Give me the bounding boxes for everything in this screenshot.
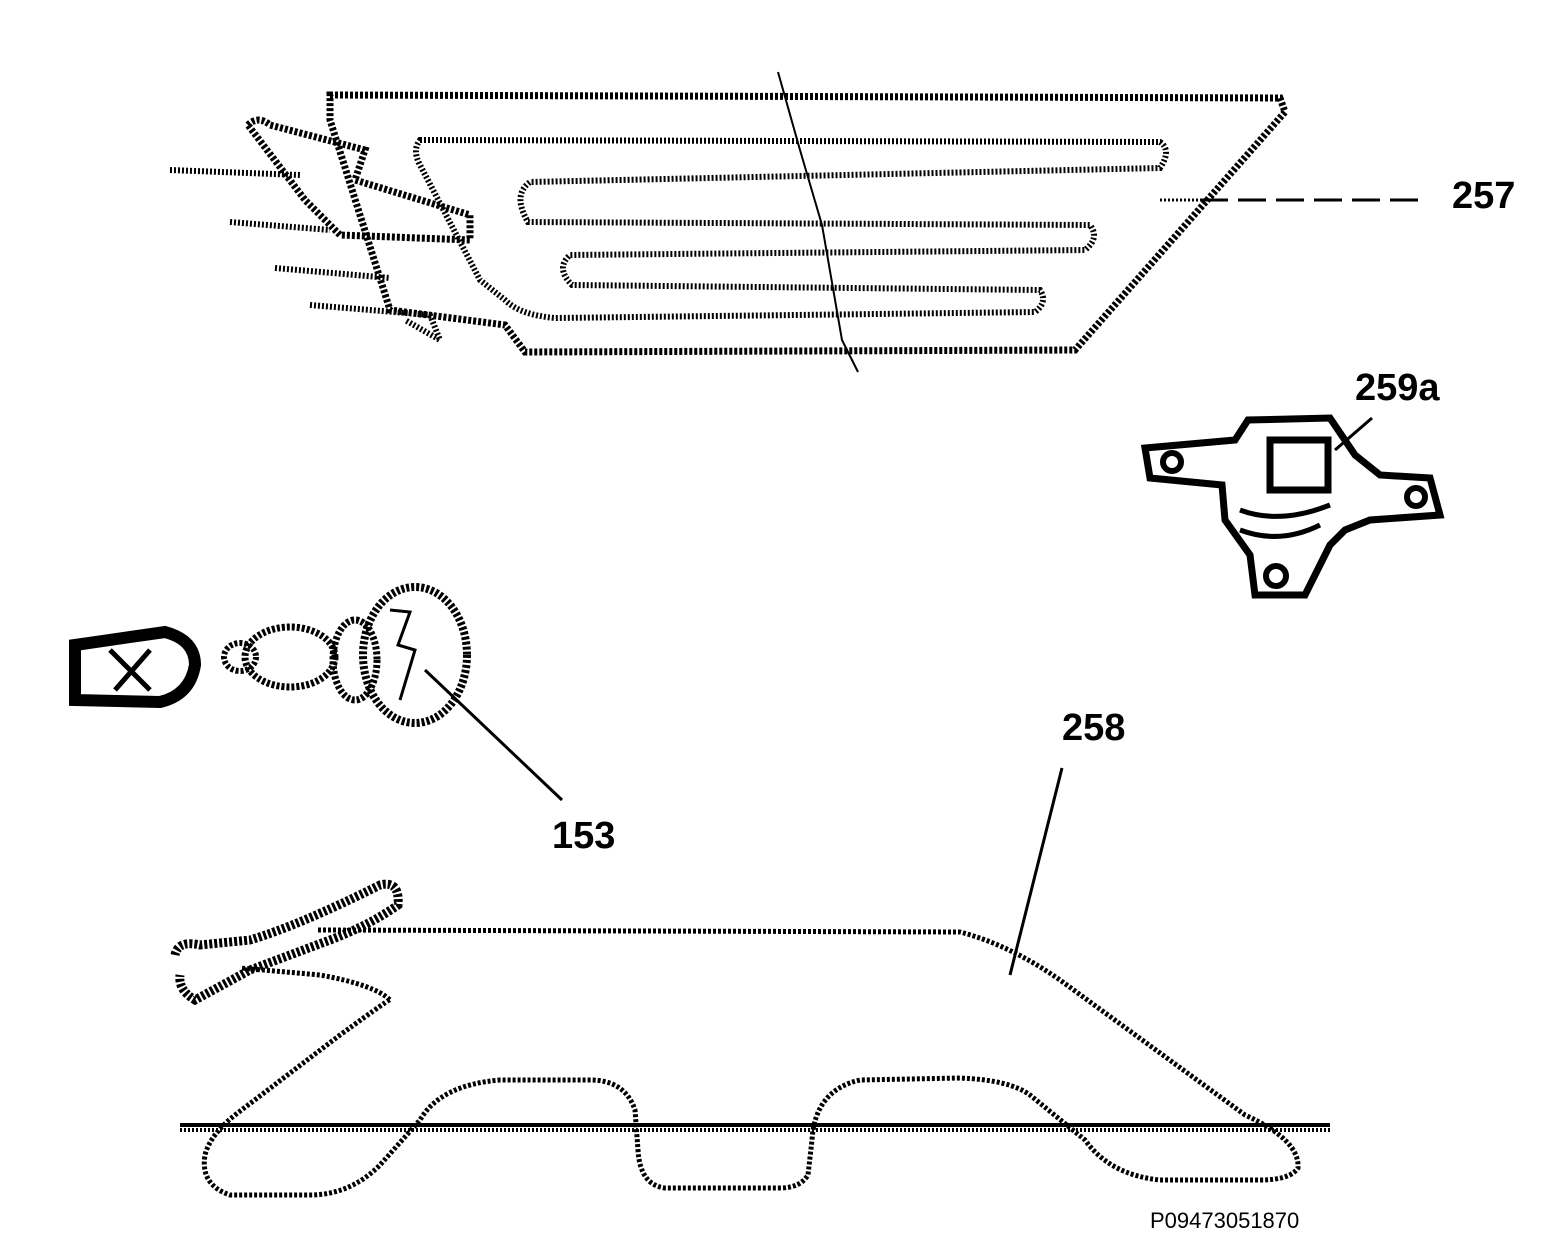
callout-259a: 259a — [1355, 367, 1440, 409]
thermostat-259a — [1140, 414, 1445, 599]
heating-element-257 — [169, 71, 1289, 373]
callout-258: 258 — [1062, 707, 1126, 749]
leader-153 — [423, 668, 564, 802]
drawing-code: P09473051870 — [1150, 1208, 1300, 1233]
heating-element-258 — [170, 879, 1330, 1198]
leader-259a — [1334, 416, 1373, 452]
lamp-assembly-153 — [69, 583, 471, 727]
leader-lines — [423, 198, 1420, 976]
callout-153: 153 — [552, 815, 616, 857]
callout-257: 257 — [1452, 175, 1516, 217]
leader-258 — [1008, 767, 1064, 976]
